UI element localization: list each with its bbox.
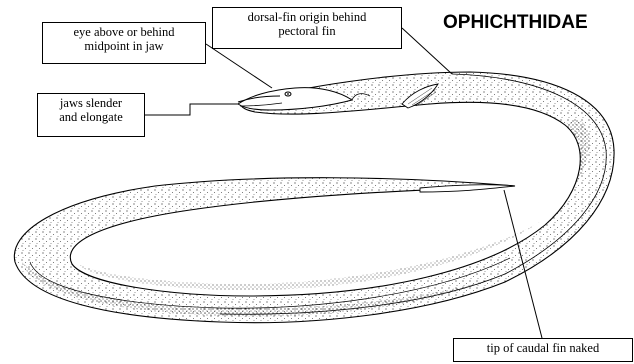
callout-caudal-fin: tip of caudal fin naked [453,338,633,362]
callout-dorsal-fin: dorsal-fin origin behind pectoral fin [212,7,402,49]
leader-eye [206,44,272,88]
leader-jaws [145,104,238,115]
callout-jaws: jaws slender and elongate [37,93,145,137]
leader-dorsal [402,28,452,74]
callout-eye: eye above or behind midpoint in jaw [42,22,206,64]
figure-title: OPHICHTHIDAE [443,12,588,34]
